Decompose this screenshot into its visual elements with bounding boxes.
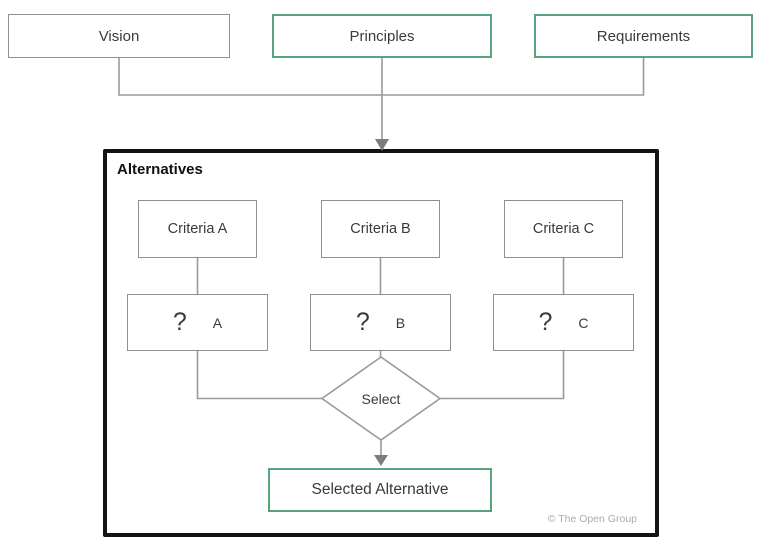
- criteria-b-box: Criteria B: [321, 200, 440, 258]
- selected-alternative-label: Selected Alternative: [311, 481, 449, 498]
- alternatives-title: Alternatives: [117, 161, 203, 178]
- criteria-b-label: Criteria B: [350, 221, 411, 237]
- question-a-letter: A: [212, 314, 223, 331]
- vision-box: Vision: [8, 14, 230, 58]
- selected-alternative-box: Selected Alternative: [268, 468, 492, 512]
- requirements-box: Requirements: [534, 14, 753, 58]
- criteria-c-label: Criteria C: [532, 221, 595, 237]
- top-merge-connector: [118, 58, 645, 96]
- criteria-a-box: Criteria A: [138, 200, 257, 258]
- question-c-mark: ?: [538, 308, 553, 336]
- principles-label: Principles: [349, 27, 415, 45]
- vision-label: Vision: [98, 27, 140, 45]
- criteria-a-label: Criteria A: [167, 221, 228, 237]
- question-a-box: ? A: [127, 294, 268, 351]
- criteria-c-box: Criteria C: [504, 200, 623, 258]
- copyright-note: © The Open Group: [547, 513, 637, 525]
- question-b-letter: B: [395, 314, 406, 331]
- question-b-box: ? B: [310, 294, 451, 351]
- question-b-mark: ?: [355, 308, 370, 336]
- requirements-label: Requirements: [596, 27, 691, 45]
- principles-box: Principles: [272, 14, 492, 58]
- question-c-letter: C: [578, 314, 589, 331]
- select-diamond-label: Select: [361, 391, 401, 407]
- question-a-mark: ?: [172, 308, 187, 336]
- question-c-box: ? C: [493, 294, 634, 351]
